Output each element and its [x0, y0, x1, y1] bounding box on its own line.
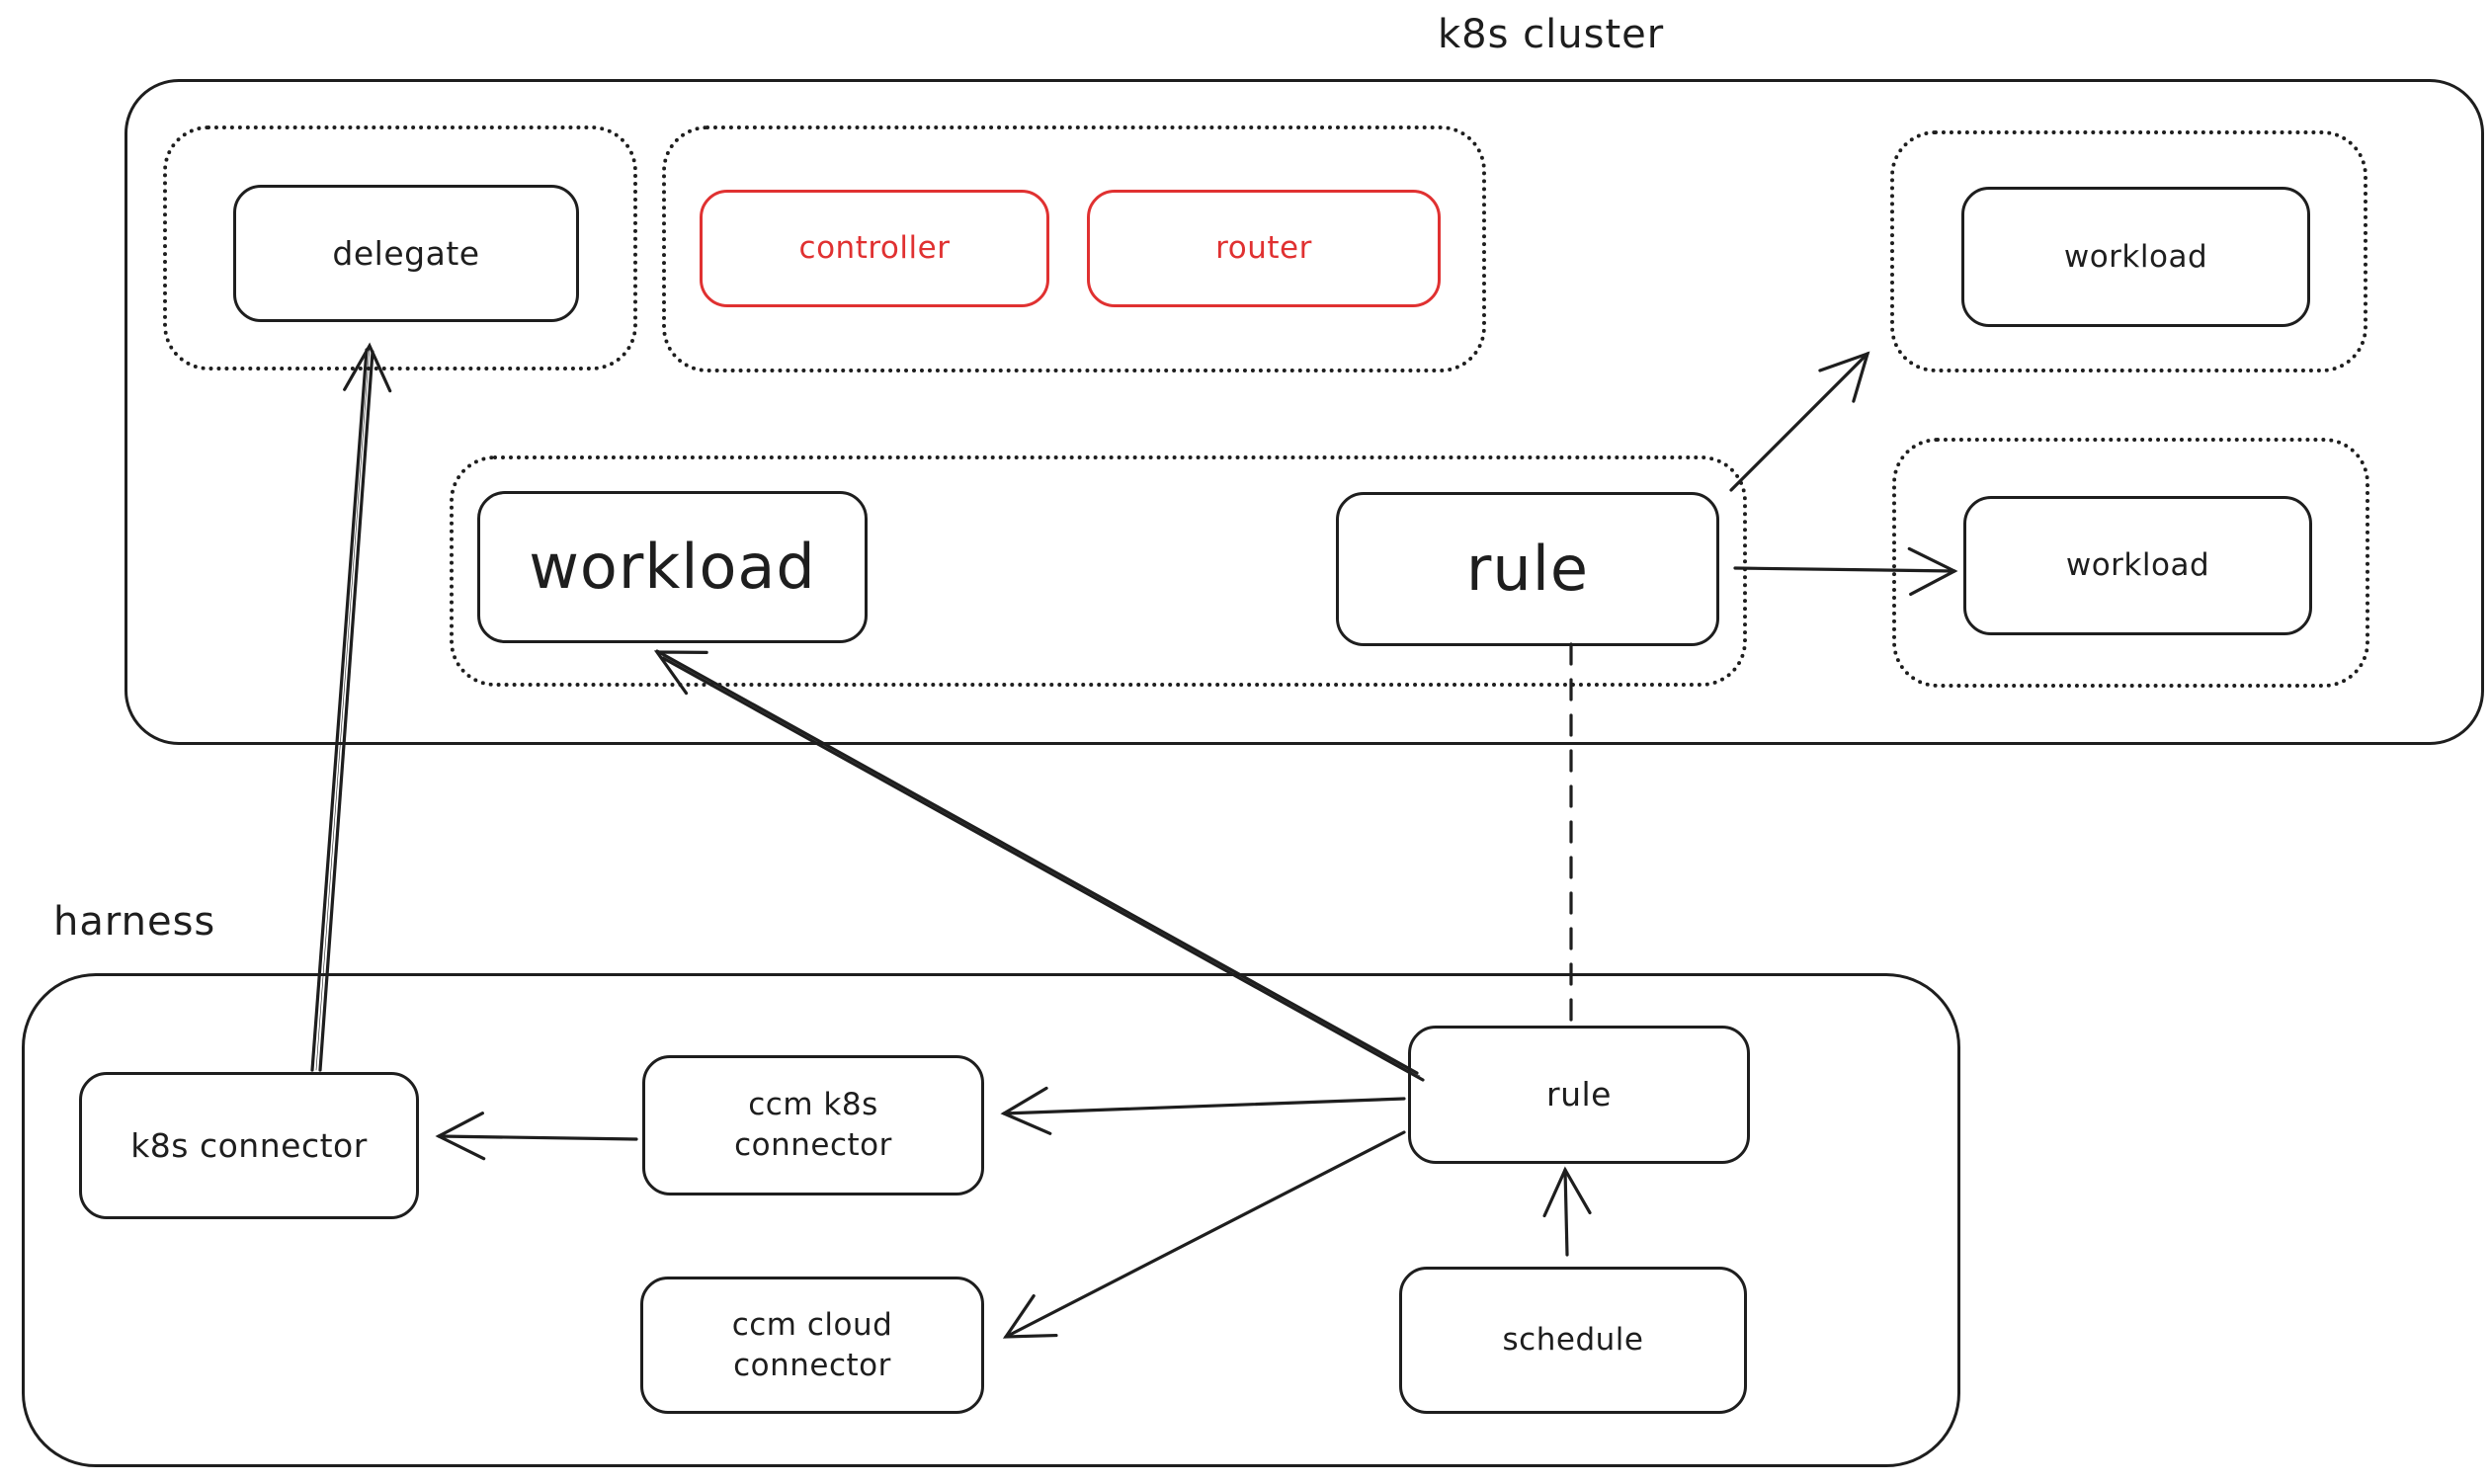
router-node: router	[1087, 190, 1441, 307]
k8s-cluster-label: k8s cluster	[1438, 12, 1665, 57]
workload-right-node: workload	[1963, 496, 2312, 635]
workload-mid-node: workload	[477, 491, 868, 643]
workload-top-right-group	[1890, 130, 2367, 372]
workload-right-group	[1892, 438, 2369, 688]
controller-router-group	[662, 125, 1486, 372]
delegate-node: delegate	[233, 185, 579, 322]
controller-node: controller	[700, 190, 1049, 307]
ccm-k8s-connector-node: ccm k8s connector	[642, 1055, 984, 1195]
workload-top-right-node: workload	[1961, 187, 2310, 327]
schedule-node: schedule	[1399, 1267, 1747, 1414]
k8s-connector-node: k8s connector	[79, 1072, 419, 1219]
ccm-cloud-connector-node: ccm cloud connector	[640, 1277, 984, 1414]
rule-mid-node: rule	[1336, 492, 1719, 646]
rule-harness-node: rule	[1408, 1026, 1750, 1164]
harness-label: harness	[53, 899, 216, 945]
delegate-group	[163, 125, 637, 371]
